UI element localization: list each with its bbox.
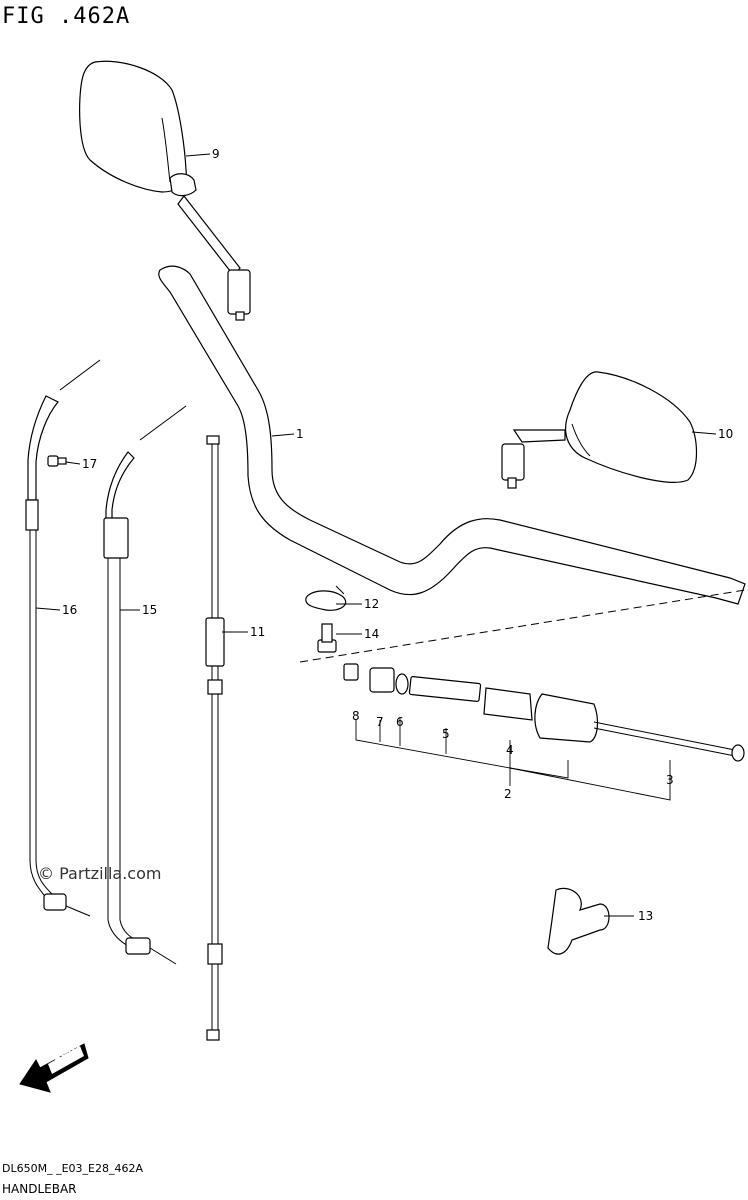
callout-3[interactable]: 3 [666,773,674,787]
centerline [299,589,746,663]
callout-10[interactable]: 10 [718,427,734,441]
callout-15[interactable]: 15 [142,603,158,617]
callout-2[interactable]: 2 [504,787,512,801]
callout-4[interactable]: 4 [506,743,514,757]
callout-6[interactable]: 6 [396,715,404,729]
screw[interactable] [47,455,67,467]
callout-7[interactable]: 7 [376,715,384,729]
callout-5[interactable]: 5 [442,727,450,741]
callout-14[interactable]: 14 [364,627,380,641]
left-mirror[interactable] [79,60,251,321]
assembly-brackets [355,718,671,801]
right-mirror[interactable] [501,371,698,489]
callout-1[interactable]: 1 [296,427,304,441]
callout-12[interactable]: 12 [364,597,380,611]
cable-holder[interactable] [547,887,610,955]
bolt[interactable] [317,623,337,653]
watermark: © Partzilla.com [38,864,162,883]
clutch-cable[interactable] [205,435,225,1041]
callout-13[interactable]: 13 [638,909,654,923]
throttle-cable-15[interactable] [103,405,187,965]
page-label: HANDLEBAR [2,1182,77,1196]
callout-9[interactable]: 9 [212,147,220,161]
cable-clip[interactable] [305,585,347,611]
callout-16[interactable]: 16 [62,603,78,617]
model-code: DL650M_ _E03_E28_462A [2,1162,143,1175]
callout-17[interactable]: 17 [82,457,98,471]
bar-end-assembly[interactable] [343,663,745,762]
figure-title: FIG .462A [2,4,131,29]
handlebar[interactable] [158,265,746,605]
throttle-cable-16[interactable] [25,359,101,917]
callout-8[interactable]: 8 [352,709,360,723]
fwd-arrow-icon [19,1043,89,1093]
leader-lines [35,153,717,917]
callout-11[interactable]: 11 [250,625,266,639]
